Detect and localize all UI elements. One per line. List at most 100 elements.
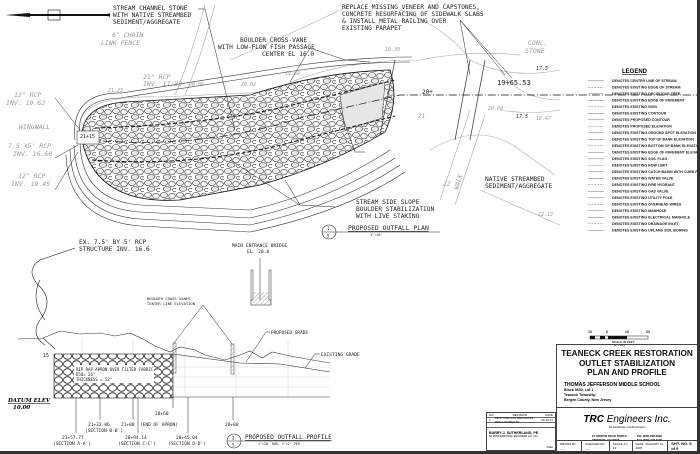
svg-text:21+57.77(SECTION A-A'): 21+57.77(SECTION A-A') <box>53 435 91 447</box>
legend-label: DENOTES PROPOSED CONTOUR <box>612 118 670 122</box>
legend-item: DENOTES EXISTING CONTOUR <box>588 112 667 116</box>
legend-label: DENOTES EXISTING DRAINAGE INLET <box>612 222 679 226</box>
legend-item: DENOTES EXISTING SIGN <box>588 105 657 109</box>
svg-text:21: 21 <box>418 113 425 120</box>
svg-text:20.86: 20.86 <box>189 82 204 88</box>
legend-item: DENOTES PROPOSED CONTOUR <box>588 118 670 122</box>
svg-text:LEGEND: LEGEND <box>622 69 648 75</box>
legend-item: DENOTES EXISTING UPLAND SOIL BORING <box>588 229 688 233</box>
svg-text:(1"=10'): (1"=10') <box>614 343 625 347</box>
legend-label: DENOTES EXISTING CONTOUR <box>612 112 667 116</box>
legend-item: DENOTES PROPOSED ELEVATION <box>588 125 672 129</box>
legend-label: DENOTES EXISTING FIRE HYDRANT <box>612 183 676 187</box>
spot-elevations: 21.23 20.86 20.02 19.69 19.39 20.80 18.4… <box>108 47 553 218</box>
stream-centerline <box>89 79 697 163</box>
legend-item: DENOTES EXISTING TOP OF BANK ELEVATION <box>588 138 694 142</box>
legend-item: DENOTES EXISTING EDGE OF PAVEMENT <box>588 99 686 103</box>
plan-title: 1 5 PROPOSED OUTFALL PLAN 1"=10' <box>321 224 440 240</box>
legend-item: DENOTES EXISTING CATCH BASIN WITH CURB P… <box>588 170 700 174</box>
elev-label: 15 <box>43 353 49 359</box>
svg-text:20+60: 20+60 <box>155 411 169 417</box>
profile-stations: 21+57.77(SECTION A-A') 21+32.86(SECTION … <box>53 411 239 447</box>
legend-label: DENOTES EXISTING SIGN <box>612 105 657 109</box>
north-arrow-icon <box>5 9 110 21</box>
legend-label: DENOTES EXISTING ELECTRICAL MANHOLE <box>612 216 691 220</box>
cross-vane-marker <box>172 342 177 374</box>
svg-text:17.5: 17.5 <box>516 114 528 120</box>
legend: LEGEND DENOTES CENTER LINE OF STREAM DENO… <box>588 69 700 233</box>
svg-text:1"=10': 1"=10' <box>370 233 383 237</box>
legend-label: DENOTES EXISTING CATCH BASIN WITH CURB P… <box>612 170 700 174</box>
sheet-number: SHT. NO. 5 of 9 <box>671 441 692 451</box>
datum-label: DATUM ELEV <box>7 398 51 404</box>
svg-text:PROPOSED OUTFALL PROFILE: PROPOSED OUTFALL PROFILE <box>245 434 332 441</box>
svg-text:19.69: 19.69 <box>285 71 300 77</box>
callout-wingwall: WINGWALL <box>19 123 50 131</box>
legend-item: DENOTES EXISTING OVERHEAD WIRES <box>588 203 682 207</box>
legend-item: DENOTES EXISTING FIRE HYDRANT <box>588 183 676 187</box>
bridge-plan <box>379 59 486 141</box>
callout-existing-grade: EXISTING GRADE <box>321 352 360 358</box>
legend-label: DENOTES EXISTING WATER VALVE <box>612 177 674 181</box>
svg-text:20.02: 20.02 <box>241 82 256 88</box>
svg-text:20+00: 20+00 <box>225 422 239 428</box>
bank-contours <box>65 56 413 233</box>
legend-item: DENOTES EXISTING DRAINAGE INLET <box>588 222 679 226</box>
legend-label: DENOTES CENTER LINE OF STREAM <box>612 79 677 83</box>
legend-label: DENOTES EXISTING GAS VALVE <box>612 190 669 194</box>
existing-grade-line <box>17 330 331 364</box>
svg-text:20+: 20+ <box>422 89 433 96</box>
legend-label: DENOTES EXISTING MANHOLE <box>612 209 667 213</box>
stream-channel-stone <box>81 69 395 201</box>
legend-label: DENOTES EXISTING UPLAND SOIL BORING <box>612 229 688 233</box>
svg-text:SCALE IN FEET: SCALE IN FEET <box>612 340 635 344</box>
legend-item: DENOTES EXISTING BOTTOM OF BANK ELEVATIO… <box>588 144 700 148</box>
legend-label: DENOTES EXISTING BOTTOM OF BANK ELEVATIO… <box>612 144 700 148</box>
svg-text:20+94.14(SECTION C-C'): 20+94.14(SECTION C-C') <box>118 435 156 447</box>
legend-label: DENOTES EXISTING SOIL FLAG <box>612 157 667 161</box>
leader-lines <box>54 8 513 208</box>
legend-item: DENOTES EXISTING WATER VALVE <box>588 177 674 181</box>
firm-logo: TRC Engineers Inc. <box>583 413 671 425</box>
svg-text:18.47: 18.47 <box>536 116 551 122</box>
legend-item: DENOTES CENTER LINE OF STREAM <box>588 79 677 83</box>
svg-text:1: 1 <box>327 226 330 231</box>
svg-text:5: 5 <box>327 234 330 239</box>
legend-label: DENOTES EXISTING TOP OF BANK ELEVATION <box>612 138 694 142</box>
legend-item: DENOTES EXISTING MANHOLE <box>588 209 667 213</box>
legend-label: DENOTES EXISTING GROUND SPOT ELEVATION <box>612 131 696 135</box>
legend-item: DENOTES EXISTING ROW LIMIT <box>588 164 668 168</box>
legend-item: DENOTES EXISTING UTILITY POLE <box>588 196 673 200</box>
callout-concrete-stone: CONC.STONE <box>525 39 548 55</box>
legend-item: DENOTES EXISTING EDGE OF STREAM <box>588 86 681 90</box>
svg-text:17.5: 17.5 <box>536 66 548 72</box>
legend-item: DENOTES EXISTING EDGE OF PAVEMENT ELEVAT… <box>588 151 697 155</box>
svg-text:21.23: 21.23 <box>108 88 123 94</box>
svg-text:0: 0 <box>606 330 608 334</box>
svg-text:2: 2 <box>232 436 235 441</box>
legend-label: DENOTES EXISTING UTILITY POLE <box>612 196 673 200</box>
legend-label: DENOTES EXISTING EDGE OF STREAM <box>612 86 681 90</box>
legend-item: DENOTES EXISTING DECIDUOUS TREE <box>588 92 681 96</box>
legend-item: DENOTES EXISTING GROUND SPOT ELEVATION <box>588 131 696 135</box>
callout-replace-veneer: REPLACE MISSING VENEER AND CAPSTONES,CON… <box>342 4 484 32</box>
svg-text:10: 10 <box>625 330 629 334</box>
svg-text:21+32.86(SECTION B-B'): 21+32.86(SECTION B-B') <box>85 422 123 434</box>
school-name: THOMAS JEFFERSON MIDDLE SCHOOL <box>564 381 661 388</box>
